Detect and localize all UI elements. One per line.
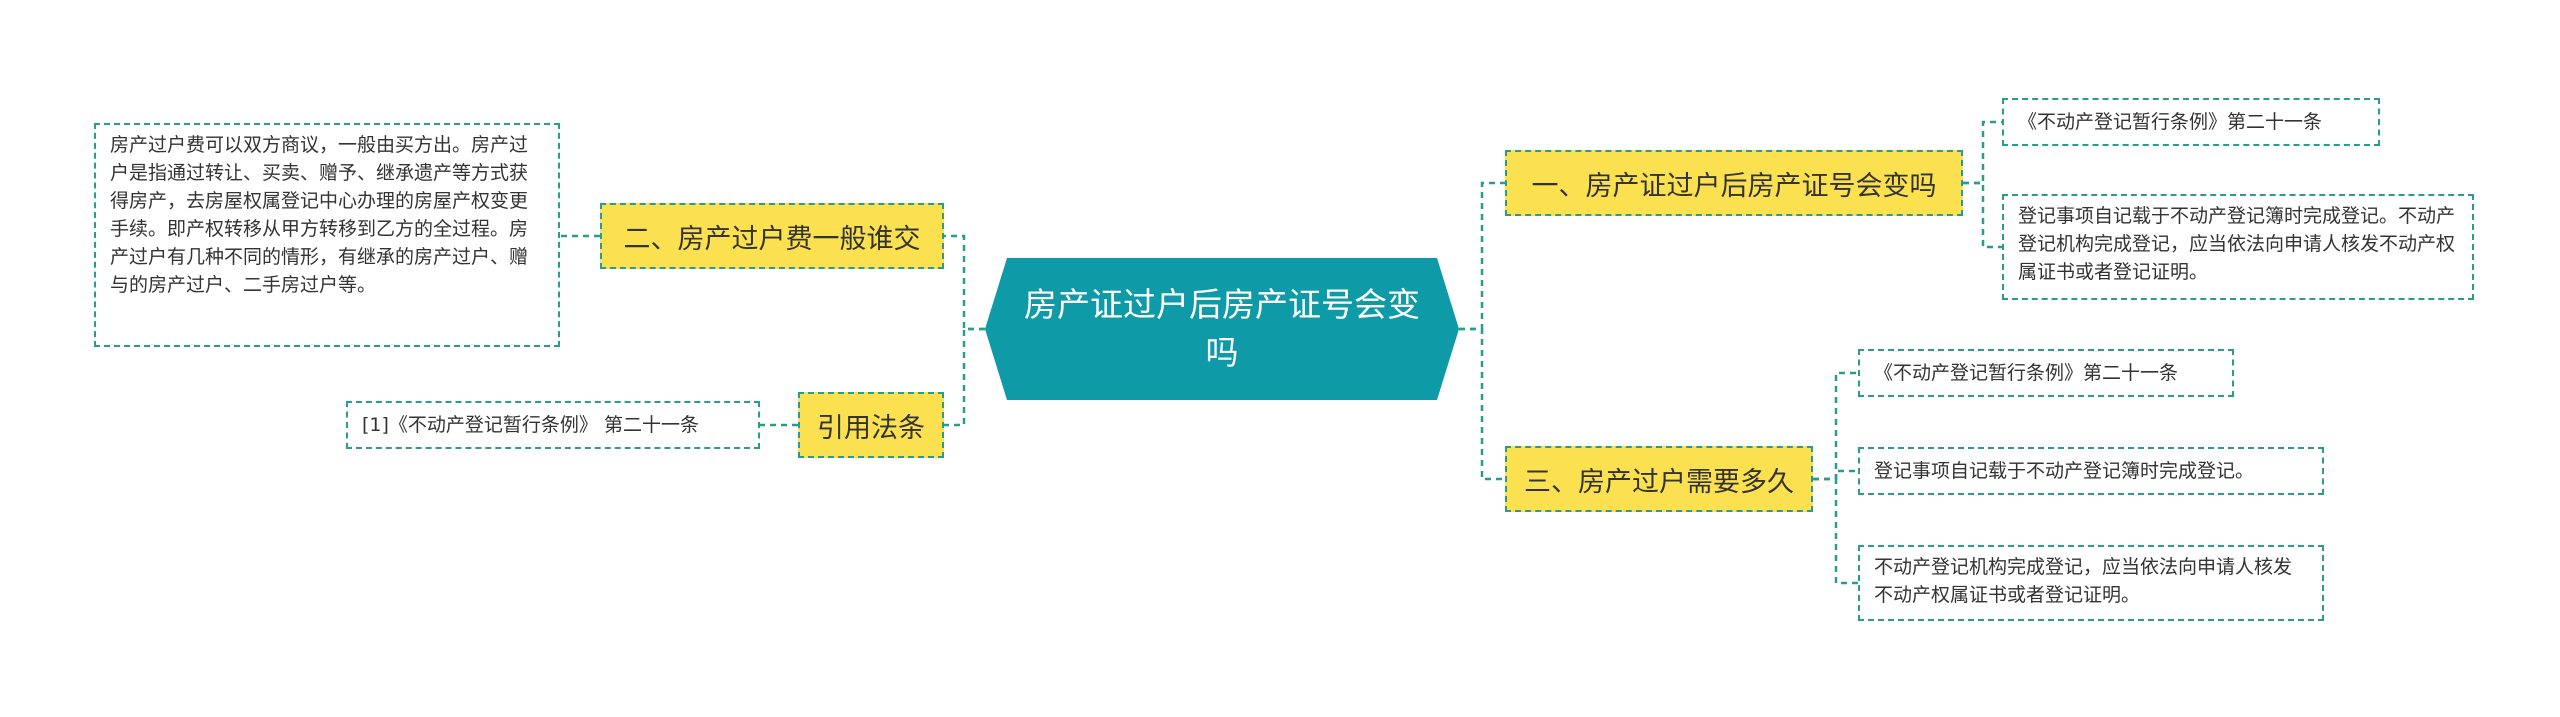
branch-3-leaf-3[interactable]: 不动产登记机构完成登记，应当依法向申请人核发不动产权属证书或者登记证明。	[1858, 545, 2324, 621]
branch-2-label: 二、房产过户费一般谁交	[623, 223, 921, 255]
branch-1-leaf-1[interactable]: 《不动产登记暂行条例》第二十一条	[2002, 98, 2380, 146]
link-branch-1-leaf-2	[1963, 181, 2002, 249]
branch-2-topic[interactable]: 二、房产过户费一般谁交	[600, 203, 944, 269]
branch-2-leaf-1[interactable]: 房产过户费可以双方商议，一般由买方出。房产过户是指通过转让、买卖、赠予、继承遗产…	[94, 123, 560, 347]
central-topic[interactable]: 房产证过户后房产证号会变吗	[985, 258, 1459, 400]
branch-3-leaf-1[interactable]: 《不动产登记暂行条例》第二十一条	[1858, 349, 2234, 397]
branch-1-topic[interactable]: 一、房产证过户后房产证号会变吗	[1505, 150, 1963, 216]
central-topic-label: 房产证过户后房产证号会变吗	[1024, 285, 1420, 372]
branch-3-topic[interactable]: 三、房产过户需要多久	[1505, 446, 1813, 512]
branch-3-label: 三、房产过户需要多久	[1524, 466, 1794, 498]
link-branch-1-leaf-1	[1963, 120, 2002, 185]
branch-4-label: 引用法条	[817, 412, 925, 444]
branch-4-topic[interactable]: 引用法条	[798, 392, 944, 458]
link-center-branch-4	[944, 327, 985, 427]
link-branch-3-leaf-3	[1813, 477, 1858, 585]
branch-1-label: 一、房产证过户后房产证号会变吗	[1531, 170, 1937, 202]
branch-3-leaf-2[interactable]: 登记事项自记载于不动产登记簿时完成登记。	[1858, 447, 2324, 495]
link-branch-3-leaf-1	[1813, 371, 1858, 481]
branch-1-leaf-2[interactable]: 登记事项自记载于不动产登记簿时完成登记。不动产登记机构完成登记，应当依法向申请人…	[2002, 194, 2474, 300]
branch-4-leaf-1[interactable]: [1]《不动产登记暂行条例》 第二十一条	[346, 401, 760, 449]
link-center-branch-2	[944, 234, 985, 331]
link-center-branch-3	[1459, 327, 1505, 481]
link-center-branch-1	[1459, 181, 1505, 331]
